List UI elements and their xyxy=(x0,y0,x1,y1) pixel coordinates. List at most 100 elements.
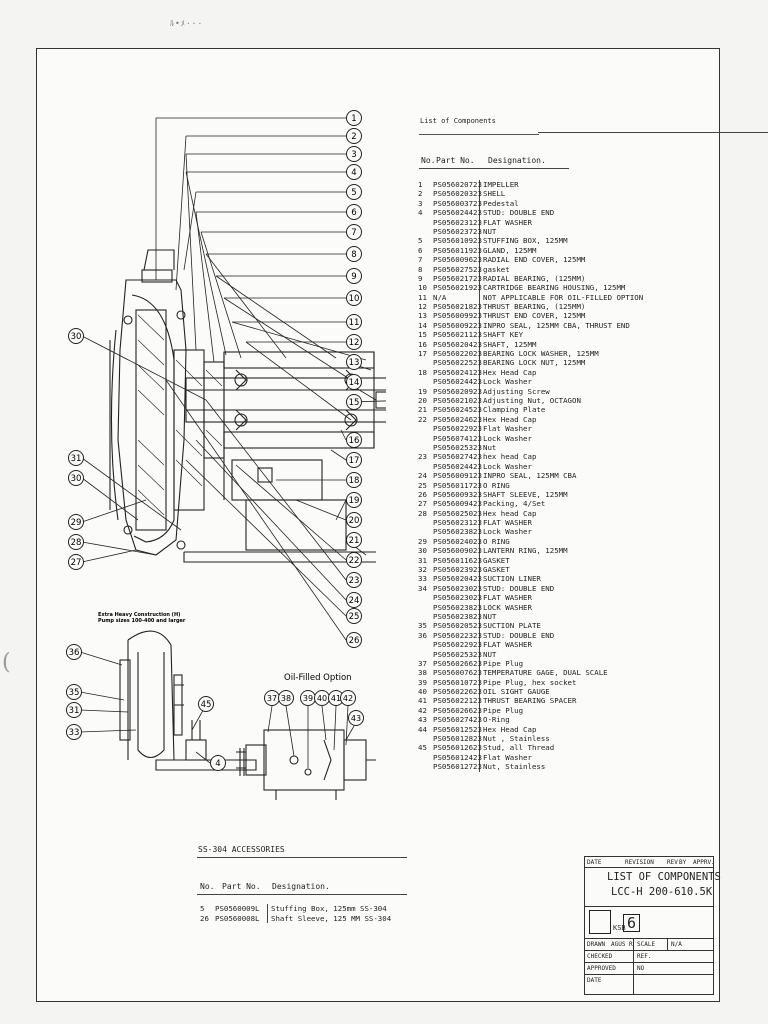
detail-callout-label: 4 xyxy=(215,759,220,769)
component-no: 4 xyxy=(418,208,423,218)
col-header-designation: Designation. xyxy=(488,156,546,165)
component-no xyxy=(418,734,433,743)
component-designation: IMPELLER xyxy=(483,180,519,189)
component-part-no: PS056021823 xyxy=(433,302,482,312)
component-designation: STUD: DOUBLE END xyxy=(483,630,555,640)
component-no: 26 xyxy=(418,489,427,499)
component-designation: SUCTION LINER xyxy=(483,574,541,584)
component-part-no: PS056023823 xyxy=(433,602,482,612)
component-part-no: PS056023123 xyxy=(433,217,482,227)
callout-label: 26 xyxy=(349,636,360,646)
callout-circle xyxy=(278,690,294,706)
component-no xyxy=(418,753,433,762)
callout-label: 11 xyxy=(349,318,360,328)
component-designation: LANTERN RING, 125MM xyxy=(483,546,568,556)
component-designation: Pedestal xyxy=(483,198,519,208)
component-part-no: PS056027523 xyxy=(433,264,482,274)
component-part-no: PS056023023 xyxy=(433,583,482,594)
component-part-no: PS056025323 xyxy=(433,442,482,453)
callout-label: 24 xyxy=(349,596,360,606)
component-no: 27 xyxy=(418,499,427,509)
component-no xyxy=(418,218,433,227)
component-no xyxy=(418,603,433,612)
callout-circle xyxy=(346,246,362,262)
component-designation: Clamping Plate xyxy=(483,405,546,415)
component-part-no: PS056022623 xyxy=(433,687,482,697)
callout-circle xyxy=(346,290,362,306)
callout-circle xyxy=(68,554,84,570)
acc-col-designation: Designation. xyxy=(272,882,330,891)
component-part-no: PS056024123 xyxy=(433,367,482,378)
scan-line xyxy=(538,132,768,134)
component-designation: GLAND, 125MM xyxy=(483,245,537,255)
component-designation: SHAFT KEY xyxy=(483,330,524,340)
col-header-no: No. xyxy=(421,156,436,165)
callout-circle xyxy=(346,268,362,284)
component-no: 33 xyxy=(418,574,427,584)
component-part-no: PS056023823 xyxy=(433,527,482,537)
component-part-no: PS056009423 xyxy=(433,499,482,509)
component-part-no: PS056020323 xyxy=(433,189,482,199)
tb-approved-label: APPROVED xyxy=(587,965,616,972)
component-no: 13 xyxy=(418,311,427,321)
component-no: 19 xyxy=(418,386,427,396)
drawing-sheet xyxy=(36,48,720,1002)
component-part-no: PS056011723 xyxy=(433,480,482,490)
component-designation: gasket xyxy=(483,264,510,274)
component-part-no: PS056024623 xyxy=(433,414,482,425)
callout-label: 13 xyxy=(349,358,360,368)
logo-handwritten: 6 xyxy=(623,914,641,932)
callout-label: 23 xyxy=(349,576,360,586)
accessory-part-no: PS0560008L xyxy=(215,913,268,923)
component-designation: INPRO SEAL, 125MM CBA xyxy=(483,471,577,481)
callout-circle xyxy=(346,632,362,648)
component-designation: GASKET xyxy=(483,565,510,575)
detail-callout-label: 45 xyxy=(201,700,212,710)
component-designation: SUCTION PLATE xyxy=(483,621,541,631)
accessory-designation: Stuffing Box, 125mm SS-304 xyxy=(271,904,387,913)
tb-revision-label: REVISION xyxy=(625,859,654,866)
detail-callout-label: 36 xyxy=(69,648,80,658)
component-part-no: PS056020523 xyxy=(433,621,482,631)
component-designation: RADIAL BEARING, (125MM) xyxy=(483,273,586,283)
callout-label: 28 xyxy=(71,538,82,548)
component-no: 32 xyxy=(418,565,427,575)
callout-circle xyxy=(346,224,362,240)
callout-circle xyxy=(346,314,362,330)
component-designation: NUT xyxy=(483,226,497,236)
title-block: DATE REVISION REV BY APPRV. LIST OF COMP… xyxy=(584,856,721,998)
component-part-no: PS056009923 xyxy=(433,311,482,321)
component-designation: O RING xyxy=(483,536,510,546)
component-part-no: PS056010723 xyxy=(433,677,482,688)
tb-checked-label: CHECKED xyxy=(587,953,613,960)
component-part-no: PS056023723 xyxy=(433,226,482,237)
accessories-title: SS-304 ACCESSORIES xyxy=(198,845,285,854)
component-designation: FLAT WASHER xyxy=(483,640,532,650)
component-designation: Packing, 4/Set xyxy=(483,499,546,509)
callout-circle xyxy=(346,394,362,410)
component-part-no: PS056024523 xyxy=(433,405,482,415)
component-part-no: PS056020423 xyxy=(433,574,482,584)
component-no: 45 xyxy=(418,743,427,753)
component-designation: CARTRIDGE BEARING HOUSING, 125MM xyxy=(483,283,626,293)
callout-circle xyxy=(66,684,82,700)
component-designation: THRUST BEARING, (125MM) xyxy=(483,302,586,312)
callout-label: 20 xyxy=(349,516,360,526)
